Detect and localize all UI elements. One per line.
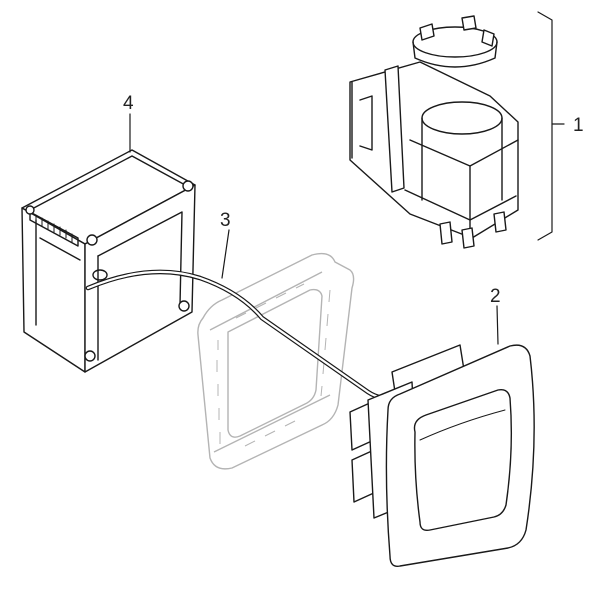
callout-3: 3 [220,210,231,231]
callout-2: 2 [490,286,501,307]
part-3-mounting-frame [197,252,355,470]
leader-line-3 [221,229,230,279]
part-2-cover-plate [349,344,535,567]
bracket-part-1 [537,11,553,241]
callout-1: 1 [573,115,584,136]
callout-4: 4 [123,93,134,114]
part-4-flush-box [21,149,196,373]
part-1-control-module [349,15,519,249]
leader-line-2 [496,305,499,345]
